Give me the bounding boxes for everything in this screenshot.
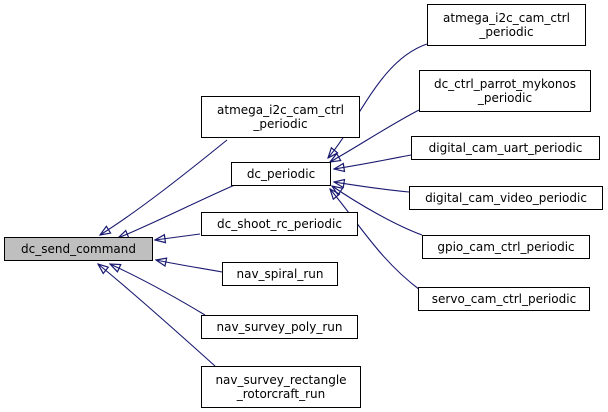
node-dc-send-command: dc_send_command xyxy=(4,237,153,261)
edge-nav-rect-to-root xyxy=(98,264,216,367)
edge-servo-to-dc-periodic xyxy=(330,189,421,291)
edge-video-to-dc-periodic xyxy=(334,182,410,193)
edge-dc-periodic-to-root xyxy=(118,183,238,238)
node-nav-survey-rectangle-rotorcraft-run[interactable]: nav_survey_rectangle _rotorcraft_run xyxy=(201,366,361,408)
edge-parrot-to-dc-periodic xyxy=(330,109,420,162)
edge-nav-poly-to-root xyxy=(110,264,206,316)
node-servo-cam-ctrl-periodic[interactable]: servo_cam_ctrl_periodic xyxy=(418,287,590,311)
node-atmega-i2c-cam-ctrl-periodic-left[interactable]: atmega_i2c_cam_ctrl _periodic xyxy=(201,96,360,138)
node-dc-periodic[interactable]: dc_periodic xyxy=(231,162,331,186)
node-atmega-i2c-cam-ctrl-periodic-right[interactable]: atmega_i2c_cam_ctrl _periodic xyxy=(427,4,586,46)
node-nav-survey-poly-run[interactable]: nav_survey_poly_run xyxy=(201,315,358,339)
node-dc-ctrl-parrot-mykonos-periodic[interactable]: dc_ctrl_parrot_mykonos _periodic xyxy=(419,70,591,112)
edge-atmega-right-to-dc-periodic xyxy=(328,43,428,158)
edge-gpio-to-dc-periodic xyxy=(332,186,423,236)
edge-uart-to-dc-periodic xyxy=(334,154,412,169)
node-digital-cam-video-periodic[interactable]: digital_cam_video_periodic xyxy=(409,186,603,210)
node-digital-cam-uart-periodic[interactable]: digital_cam_uart_periodic xyxy=(411,136,600,160)
edge-atmega-left-to-root xyxy=(100,139,228,235)
node-dc-shoot-rc-periodic[interactable]: dc_shoot_rc_periodic xyxy=(201,212,358,236)
node-gpio-cam-ctrl-periodic[interactable]: gpio_cam_ctrl_periodic xyxy=(422,235,590,259)
edge-nav-spiral-to-root xyxy=(156,260,223,273)
node-nav-spiral-run[interactable]: nav_spiral_run xyxy=(222,262,338,286)
edge-dc-shoot-to-root xyxy=(155,233,201,240)
